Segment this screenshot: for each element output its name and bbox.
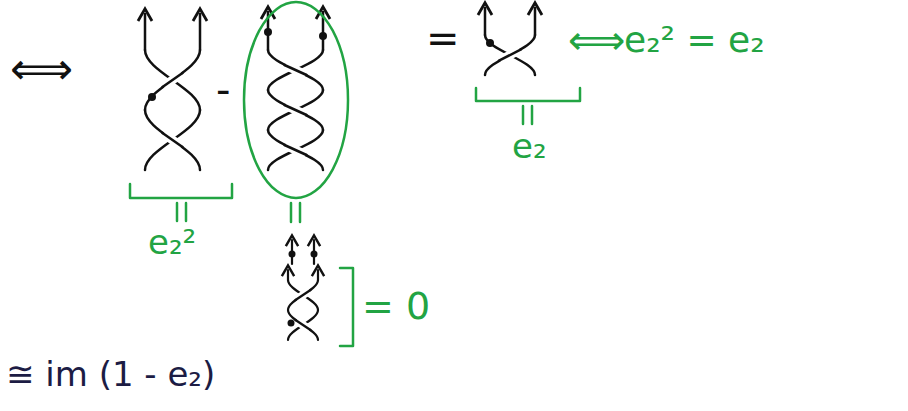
term-label: e₂ bbox=[512, 128, 547, 165]
idempotent-equation: e₂² = e₂ bbox=[624, 20, 765, 60]
small-diagrams bbox=[288, 240, 319, 340]
term-label: e₂² bbox=[148, 224, 196, 261]
image-formula: ≅ im (1 - e₂) bbox=[6, 356, 215, 393]
braid-two bbox=[264, 12, 327, 170]
equals-sign: = bbox=[426, 16, 460, 60]
zero-equation: = 0 bbox=[362, 286, 430, 328]
equivalence-sign: ⟺ bbox=[568, 18, 625, 62]
crossing-three bbox=[485, 8, 535, 75]
equivalence-sign: ⟺ bbox=[10, 45, 73, 93]
braid-one bbox=[145, 14, 200, 170]
green-annotations bbox=[130, 2, 580, 346]
minus-sign: - bbox=[216, 68, 230, 112]
